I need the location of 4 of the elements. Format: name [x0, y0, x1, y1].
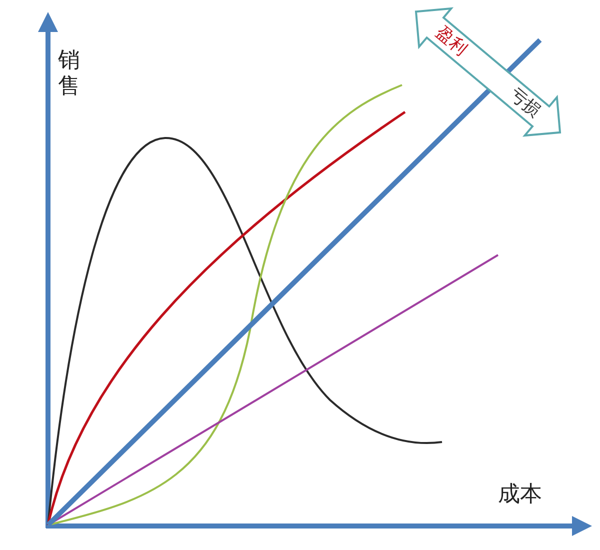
axis-label: 销售 [58, 48, 80, 100]
arrow-label: 亏损 [504, 84, 545, 122]
axis-label: 成本 [498, 482, 542, 508]
arrow-label: 盈利 [431, 22, 472, 60]
